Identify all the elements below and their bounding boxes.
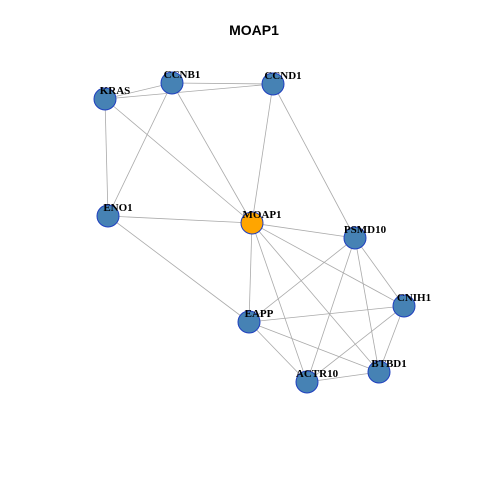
node-label-eno1: ENO1 (103, 202, 132, 214)
edge-ccnb1-eno1 (107, 82, 173, 217)
edge-ccnb1-moap1 (171, 82, 253, 224)
node-moap1 (240, 211, 264, 235)
edge-cnih1-actr10 (306, 305, 405, 383)
edge-psmd10-actr10 (306, 237, 356, 383)
node-ccnd1 (261, 72, 285, 96)
node-label-actr10: ACTR10 (296, 368, 339, 380)
node-ccnb1 (160, 71, 184, 95)
edge-btbd1-actr10 (306, 371, 380, 383)
edge-layer (104, 82, 405, 383)
edge-ccnd1-psmd10 (272, 83, 356, 239)
graph-title: MOAP1 (229, 22, 279, 38)
edge-moap1-cnih1 (251, 222, 405, 307)
edge-psmd10-btbd1 (354, 237, 380, 373)
edge-moap1-actr10 (251, 222, 308, 383)
edge-cnih1-btbd1 (378, 305, 405, 373)
edge-ccnd1-moap1 (251, 83, 274, 224)
node-label-psmd10: PSMD10 (344, 224, 387, 236)
node-eno1 (96, 204, 120, 228)
node-label-ccnd1: CCND1 (264, 70, 301, 82)
edge-cnih1-eapp (248, 305, 405, 323)
edge-kras-moap1 (104, 98, 253, 224)
edge-kras-ccnd1 (104, 83, 274, 100)
node-cnih1 (392, 294, 416, 318)
node-kras (93, 87, 117, 111)
edge-kras-eno1 (104, 98, 109, 217)
edge-eno1-eapp (107, 215, 250, 323)
node-layer (93, 71, 416, 394)
edge-psmd10-eapp (248, 237, 356, 323)
node-label-cnih1: CNIH1 (397, 292, 431, 304)
edge-ccnb1-ccnd1 (171, 82, 274, 85)
edge-eapp-actr10 (248, 321, 308, 383)
edge-moap1-btbd1 (251, 222, 380, 373)
edge-moap1-psmd10 (251, 222, 356, 239)
node-actr10 (295, 370, 319, 394)
node-psmd10 (343, 226, 367, 250)
node-label-eapp: EAPP (245, 308, 274, 320)
edge-eno1-moap1 (107, 215, 253, 224)
node-btbd1 (367, 360, 391, 384)
node-label-btbd1: BTBD1 (371, 358, 406, 370)
node-label-ccnb1: CCNB1 (164, 69, 201, 81)
node-label-kras: KRAS (100, 85, 131, 97)
edge-moap1-eapp (248, 222, 253, 323)
edge-eapp-btbd1 (248, 321, 380, 373)
node-eapp (237, 310, 261, 334)
node-label-moap1: MOAP1 (242, 209, 281, 221)
edge-psmd10-cnih1 (354, 237, 405, 307)
